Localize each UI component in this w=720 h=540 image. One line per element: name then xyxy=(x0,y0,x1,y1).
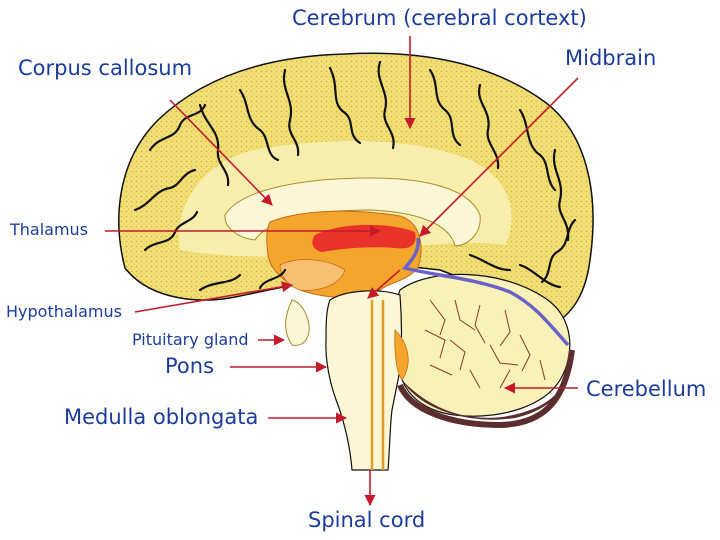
cortex-sulci xyxy=(133,60,577,292)
pointer-hypothalamus xyxy=(134,281,294,313)
cerebellum-folia xyxy=(424,299,546,389)
label-pons: Pons xyxy=(165,354,215,378)
brainstem-shape xyxy=(325,290,403,471)
label-corpus-callosum: Corpus callosum xyxy=(18,56,193,80)
pointer-lines xyxy=(105,36,579,507)
cerebellum-outline-bottom xyxy=(397,349,575,429)
brainstem-canal xyxy=(370,300,385,470)
label-medulla-oblongata: Medulla oblongata xyxy=(64,405,259,429)
label-pituitary-gland: Pituitary gland xyxy=(132,330,249,349)
label-thalamus: Thalamus xyxy=(10,220,89,239)
label-midbrain: Midbrain xyxy=(565,46,657,70)
label-hypothalamus: Hypothalamus xyxy=(6,302,122,321)
label-cerebellum: Cerebellum xyxy=(586,377,707,401)
corpus-callosum-shape xyxy=(224,177,481,247)
label-spinal-cord: Spinal cord xyxy=(308,508,426,532)
label-cerebrum: Cerebrum (cerebral cortext) xyxy=(292,6,587,30)
pointer-midbrain xyxy=(419,77,579,237)
pointer-corpus-callosum xyxy=(169,99,273,206)
pons-bulge xyxy=(394,329,409,381)
pointer-brainstem xyxy=(367,269,401,299)
midbrain-line xyxy=(401,237,570,347)
hypothalamus-region xyxy=(279,259,346,291)
pituitary-gland-shape xyxy=(285,299,310,346)
